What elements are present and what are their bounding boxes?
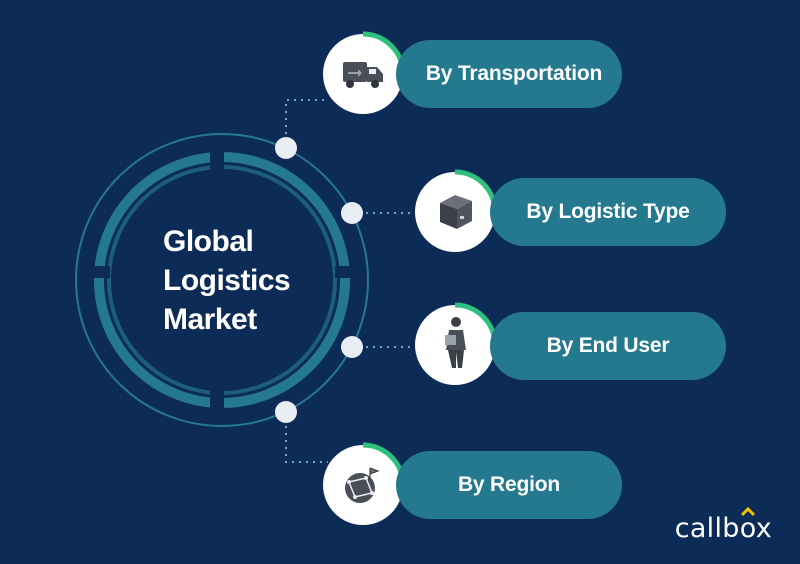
- icon-circle-end-user: [415, 302, 498, 385]
- box-icon: [440, 195, 472, 229]
- center-title-line: Market: [163, 303, 257, 336]
- node-logistic-type: [341, 202, 363, 224]
- center-title-line: Logistics: [163, 264, 291, 297]
- connector-region: [285, 412, 328, 463]
- branch-pill-transportation: By Transportation: [396, 40, 622, 108]
- branch-pill-region: By Region: [396, 451, 622, 519]
- ring-gap-right: [335, 266, 355, 278]
- central-ring-group: [75, 133, 369, 427]
- branch-label: By Transportation: [425, 62, 603, 85]
- center-title: Global Logistics Market: [163, 222, 333, 339]
- truck-icon: [343, 62, 383, 88]
- ring-gap-bottom: [210, 390, 224, 410]
- globe-network-icon: [345, 467, 380, 503]
- branch-label: By End User: [546, 334, 670, 357]
- ring-gap-left: [90, 266, 110, 278]
- icon-circle-logistic-type: [415, 169, 498, 252]
- node-transportation: [275, 137, 297, 159]
- icon-circle-region: [323, 442, 406, 525]
- connector-transportation: [285, 99, 328, 148]
- logo-chevron-icon: [740, 506, 756, 517]
- icon-circle-transportation: [323, 31, 406, 114]
- branch-label: By Logistic Type: [526, 200, 690, 223]
- ring-gap-top: [210, 150, 224, 170]
- brand-logo: callbox: [674, 513, 772, 544]
- branch-pill-end-user: By End User: [490, 312, 726, 380]
- node-end-user: [341, 336, 363, 358]
- branch-pill-logistic-type: By Logistic Type: [490, 178, 726, 246]
- connectors: [285, 99, 410, 463]
- branch-label: By Region: [457, 473, 561, 496]
- node-region: [275, 401, 297, 423]
- outer-thin-ring: [75, 133, 369, 427]
- ring-nodes: [275, 137, 363, 423]
- center-title-line: Global: [163, 225, 254, 258]
- delivery-person-icon: [445, 317, 466, 368]
